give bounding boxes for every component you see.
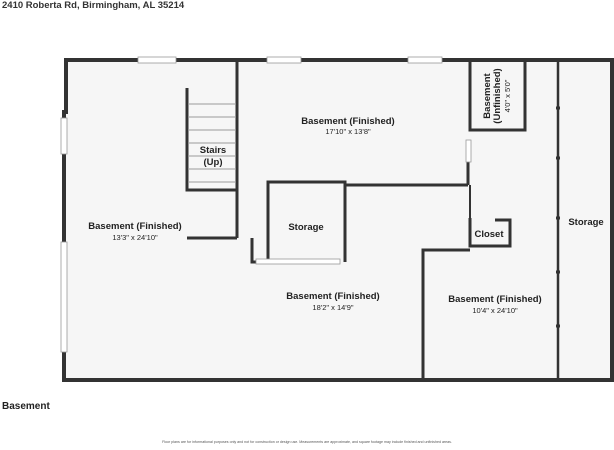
room-name-basement-top: Basement (Finished) <box>301 116 394 127</box>
disclaimer-text: Floor plans are for informational purpos… <box>162 440 452 444</box>
room-dims-basement-left: 13'3" x 24'10" <box>112 233 158 242</box>
room-name-basement-left: Basement (Finished) <box>88 221 181 232</box>
room-label-unfinished: Basement (Unfinished) 4'0" x 5'0" <box>482 68 512 123</box>
stair-treads <box>188 103 236 183</box>
room-dims-basement-top: 17'10" x 13'8" <box>325 127 371 136</box>
room-name-stairs-1: Stairs <box>200 145 226 156</box>
window-interior <box>465 139 472 163</box>
room-name-unfinished-1: Basement <box>482 72 493 118</box>
window-left-1 <box>60 117 68 155</box>
windows <box>60 56 472 353</box>
room-name-storage-right: Storage <box>568 217 603 228</box>
room-dims-basement-center: 18'2" x 14'9" <box>312 303 353 312</box>
window-left-2 <box>60 241 68 353</box>
window-storage <box>255 258 341 265</box>
room-name-basement-right: Basement (Finished) <box>448 294 541 305</box>
room-name-unfinished-2: (Unfinished) <box>492 68 503 123</box>
room-dims-unfinished: 4'0" x 5'0" <box>503 79 512 112</box>
floor-label: Basement <box>2 401 50 412</box>
room-name-storage-center: Storage <box>288 222 323 233</box>
property-address: 2410 Roberta Rd, Birmingham, AL 35214 <box>2 0 185 11</box>
room-dims-basement-right: 10'4" x 24'10" <box>472 306 518 315</box>
floor-area <box>66 60 612 378</box>
window-top-3 <box>407 56 443 64</box>
window-top-2 <box>266 56 302 64</box>
room-name-stairs-2: (Up) <box>204 157 223 168</box>
room-name-basement-center: Basement (Finished) <box>286 291 379 302</box>
divider-ticks <box>556 106 560 328</box>
window-top-1 <box>137 56 177 64</box>
room-name-closet: Closet <box>474 229 504 240</box>
